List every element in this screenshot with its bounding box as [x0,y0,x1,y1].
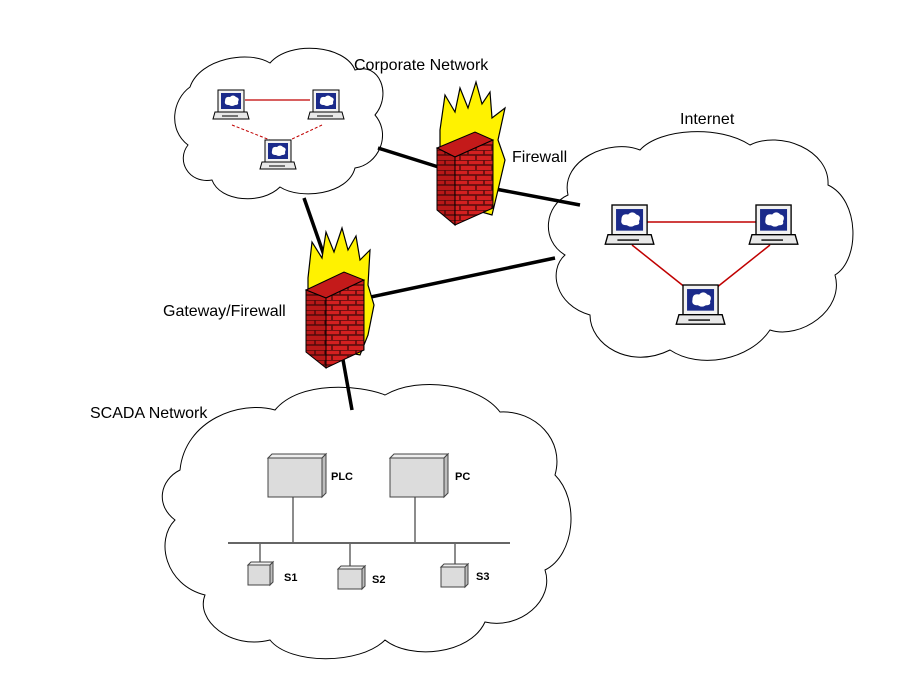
pc-device [388,452,450,499]
plc-device [266,452,328,499]
firewall-label: Firewall [512,149,567,166]
link-firewall-to-internet [489,186,581,207]
s3-device [439,562,470,589]
pc-label: PC [455,471,470,483]
s2-device [336,564,367,591]
computer-icon [675,284,726,325]
gateway-firewall-label: Gateway/Firewall [163,303,286,320]
corporate-lan-link [289,124,323,141]
firewall-icon [435,79,506,227]
s1-label: S1 [284,572,297,584]
scada-network-cloud [161,384,572,660]
link-gateway-to-internet [365,256,556,300]
link-corporate-to-firewall [377,146,449,172]
corporate-lan-link [231,124,271,141]
internet-lan-link [715,244,771,289]
corporate-network-cloud [174,47,384,200]
computer-icon [259,139,297,170]
gateway-firewall-icon [304,225,375,370]
plc-label: PLC [331,471,353,483]
s2-label: S2 [372,574,385,586]
computer-icon [212,89,250,120]
corporate-network-label: Corporate Network [354,57,489,74]
s3-label: S3 [476,571,489,583]
s1-device [246,560,275,587]
internet-cloud [548,131,854,361]
computer-icon [748,204,799,245]
internet-lan-link [631,244,687,289]
computer-icon [307,89,345,120]
internet-label: Internet [680,111,735,128]
link-corporate-to-gateway [302,197,327,259]
computer-icon [604,204,655,245]
scada-network-label: SCADA Network [90,405,208,422]
